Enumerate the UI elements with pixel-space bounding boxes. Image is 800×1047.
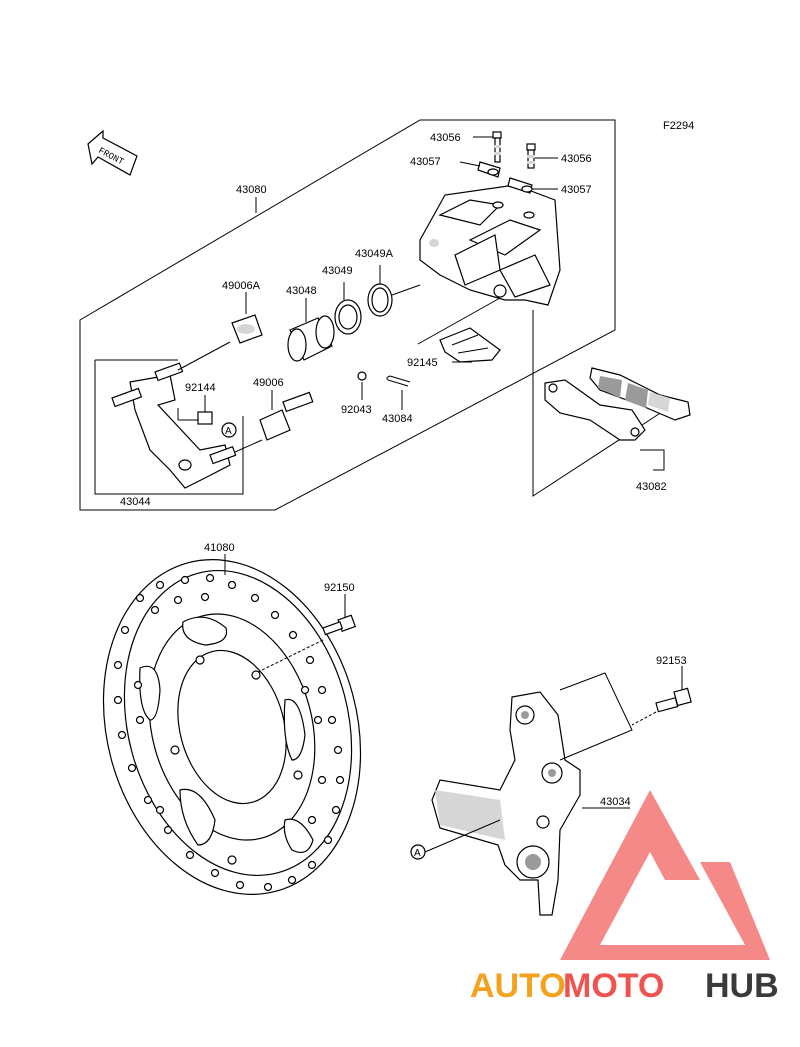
anti-rattle-spring-92145 <box>439 327 501 363</box>
part-label-49006A: 49006A <box>222 280 261 292</box>
part-label-49006: 49006 <box>253 377 284 389</box>
brake-pad-rear <box>544 379 646 441</box>
pad-pin-92043 <box>357 342 420 381</box>
part-label-92043: 92043 <box>341 404 372 416</box>
part-label-43044: 43044 <box>120 496 151 508</box>
svg-text:A: A <box>414 848 421 859</box>
boot-49006A <box>231 314 263 344</box>
pad-spring-92144 <box>197 411 213 425</box>
part-label-92150: 92150 <box>324 582 355 594</box>
ref-marker-a-lower: A <box>410 844 426 860</box>
ref-marker-a-upper: A <box>221 422 237 438</box>
figure-code: F2294 <box>663 120 694 132</box>
part-label-92145: 92145 <box>407 357 438 369</box>
brake-disc-holes <box>113 573 345 892</box>
disc-bolt-92150 <box>322 614 357 636</box>
caliper-mount-43034 <box>431 691 581 916</box>
part-label-43048: 43048 <box>286 285 317 297</box>
part-label-43056-b: 43056 <box>561 153 592 165</box>
part-label-43057-b: 43057 <box>561 184 592 196</box>
part-label-43049: 43049 <box>322 265 353 277</box>
brake-pad-front <box>589 367 691 421</box>
part-label-43057-a: 43057 <box>410 156 441 168</box>
svg-text:MOTO: MOTO <box>563 967 664 1005</box>
dust-seal-43049 <box>334 299 362 335</box>
part-label-92144: 92144 <box>185 382 216 394</box>
piston-43048 <box>287 315 335 362</box>
part-label-43034: 43034 <box>600 796 631 808</box>
cotter-pin-43084 <box>386 375 411 387</box>
watermark-logo-icon <box>560 790 770 960</box>
part-label-43082: 43082 <box>636 481 667 493</box>
bleed-valve-right <box>526 143 536 169</box>
part-label-43049A: 43049A <box>355 248 394 260</box>
svg-text:HUB: HUB <box>705 967 779 1005</box>
watermark-text: AUTO MOTO HUB <box>470 967 779 1005</box>
part-label-43056-a: 43056 <box>430 132 461 144</box>
part-label-92153: 92153 <box>656 655 687 667</box>
svg-text:AUTO: AUTO <box>470 967 566 1005</box>
caliper-assembly-box <box>79 119 616 511</box>
brake-disc-41080 <box>102 559 362 895</box>
bleed-cap-left <box>477 161 501 178</box>
piston-seal-43049A <box>367 283 393 317</box>
boot-49006 <box>259 391 314 441</box>
svg-text:A: A <box>225 426 232 437</box>
front-arrow-icon: FRONT <box>87 129 138 176</box>
bleed-cap-right <box>507 177 533 194</box>
part-label-43084: 43084 <box>382 413 413 425</box>
part-label-43080: 43080 <box>236 184 267 196</box>
part-label-41080: 41080 <box>204 542 235 554</box>
mount-bolt-92153 <box>655 687 692 713</box>
bleed-valve-left <box>492 131 502 163</box>
caliper-body <box>419 184 561 306</box>
caliper-bracket <box>111 362 237 489</box>
